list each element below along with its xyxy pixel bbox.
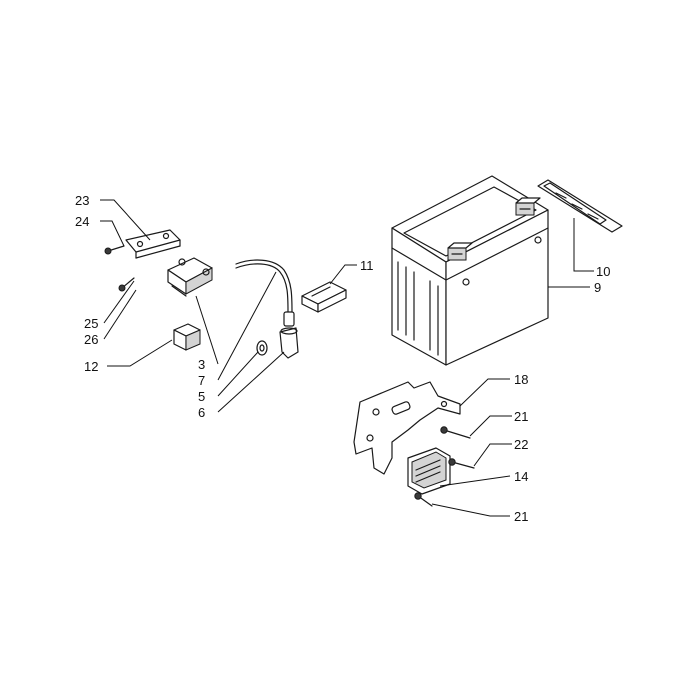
callout-26: 26 [84, 332, 98, 347]
callout-25: 25 [84, 316, 98, 331]
spark-plug-cap [279, 311, 299, 359]
battery-strap [537, 179, 623, 233]
callout-3: 3 [198, 357, 205, 372]
bracket-screw [104, 245, 125, 255]
callout-14: 14 [514, 469, 528, 484]
callout-21-upper: 21 [514, 409, 528, 424]
callout-7: 7 [198, 373, 205, 388]
callout-22: 22 [514, 437, 528, 452]
callout-12: 12 [84, 359, 98, 374]
callout-24: 24 [75, 214, 89, 229]
callout-6: 6 [198, 405, 205, 420]
mounting-plate [353, 381, 461, 475]
fuse-holder [301, 281, 347, 313]
rubber-washer [256, 340, 268, 356]
leader-lines [100, 199, 594, 517]
callout-21-lower: 21 [514, 509, 528, 524]
ignition-coil [167, 257, 213, 297]
callout-5: 5 [198, 389, 205, 404]
battery-terminal-positive [447, 242, 473, 261]
coil-screw [118, 277, 135, 292]
callout-10: 10 [596, 264, 610, 279]
callout-23: 23 [75, 193, 89, 208]
callout-9: 9 [594, 280, 601, 295]
callout-18: 18 [514, 372, 528, 387]
relay [173, 323, 201, 351]
screw-22 [448, 458, 475, 469]
callout-11: 11 [360, 258, 374, 273]
screw-21-lower [414, 492, 433, 507]
regulator-unit [407, 447, 451, 495]
battery-terminal-negative [515, 197, 541, 216]
coil-bracket [125, 229, 181, 259]
ht-lead [235, 259, 293, 313]
battery [391, 175, 549, 366]
screw-21-upper [440, 426, 471, 439]
callout-labels: 23 24 25 26 12 3 7 5 6 11 10 9 18 21 22 … [75, 193, 610, 524]
